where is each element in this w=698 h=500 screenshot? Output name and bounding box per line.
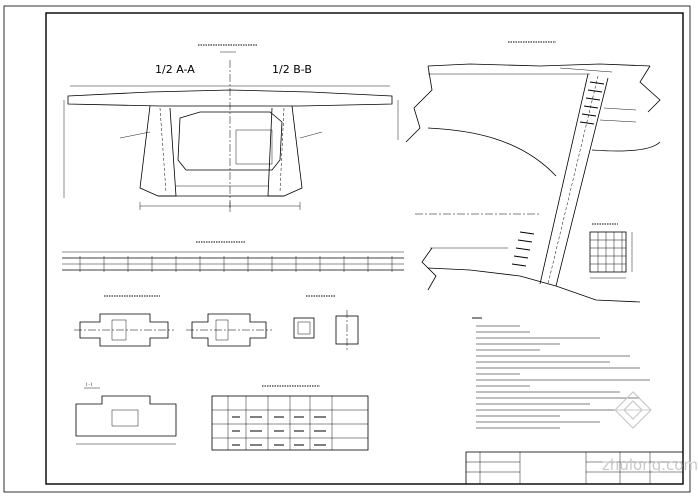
web-tendon-right bbox=[279, 107, 285, 193]
leader-anchor-2 bbox=[603, 107, 637, 111]
outer-border bbox=[3, 5, 691, 493]
leader-web-right bbox=[299, 131, 323, 139]
section-label-right: 1/2 B-B bbox=[272, 63, 312, 76]
deck-top bbox=[67, 89, 393, 107]
web-tendon-left bbox=[159, 107, 167, 193]
plate-detail-1 bbox=[293, 317, 315, 339]
plate-detail-1-inner bbox=[297, 321, 311, 335]
anchor-hatch-top bbox=[579, 81, 605, 125]
reinforcement-grid-detail bbox=[589, 223, 633, 279]
title-block-frame bbox=[465, 451, 684, 485]
detail-a-outline bbox=[79, 313, 169, 347]
leader-anchor-1 bbox=[559, 67, 613, 73]
section-i-i: I - I bbox=[75, 382, 177, 445]
inner-border bbox=[45, 12, 684, 485]
box-girder-section: 1/2 A-A 1/2 B-B bbox=[63, 44, 399, 212]
grid-frame bbox=[589, 231, 627, 273]
bottom-break bbox=[421, 247, 437, 291]
inner-cell bbox=[177, 111, 283, 171]
inclined-tendon bbox=[547, 75, 599, 285]
quantity-table bbox=[211, 385, 369, 451]
title-block-grid bbox=[466, 452, 683, 484]
inclined-web bbox=[539, 73, 609, 287]
table-cell-marks bbox=[232, 416, 326, 446]
bottom-chamfer bbox=[427, 267, 641, 303]
zhulong-logo-icon bbox=[614, 391, 652, 429]
grid-lines bbox=[590, 232, 626, 272]
watermark-text: zhulong.com bbox=[602, 456, 698, 474]
anchorage-outline-top bbox=[427, 63, 651, 67]
title-block bbox=[465, 451, 684, 485]
section-i-i-outline bbox=[75, 395, 177, 437]
notes-lines bbox=[476, 325, 650, 429]
right-web bbox=[267, 105, 303, 197]
leader-web-left bbox=[119, 131, 151, 139]
detail-views bbox=[74, 295, 359, 350]
anchorage-left-break bbox=[405, 65, 433, 143]
anchorage-detail bbox=[405, 41, 661, 303]
left-web bbox=[139, 105, 177, 197]
anchorage-right-break bbox=[639, 65, 661, 113]
curve-right bbox=[591, 141, 661, 152]
section-label-left: 1/2 A-A bbox=[155, 63, 195, 76]
notes-block bbox=[472, 317, 650, 429]
strip-ticks bbox=[79, 256, 393, 272]
table-columns bbox=[227, 396, 333, 450]
leader-anchor-3 bbox=[599, 119, 637, 123]
watermark: zhulong.com bbox=[602, 391, 698, 474]
curve-left bbox=[427, 127, 557, 177]
section-i-i-label: I - I bbox=[86, 382, 92, 387]
anchor-hatch-bottom bbox=[511, 231, 535, 267]
detail-b-outline bbox=[191, 313, 267, 347]
elevation-strip bbox=[62, 241, 404, 272]
section-i-i-opening bbox=[111, 409, 139, 427]
inner-cell-detail bbox=[235, 129, 273, 165]
